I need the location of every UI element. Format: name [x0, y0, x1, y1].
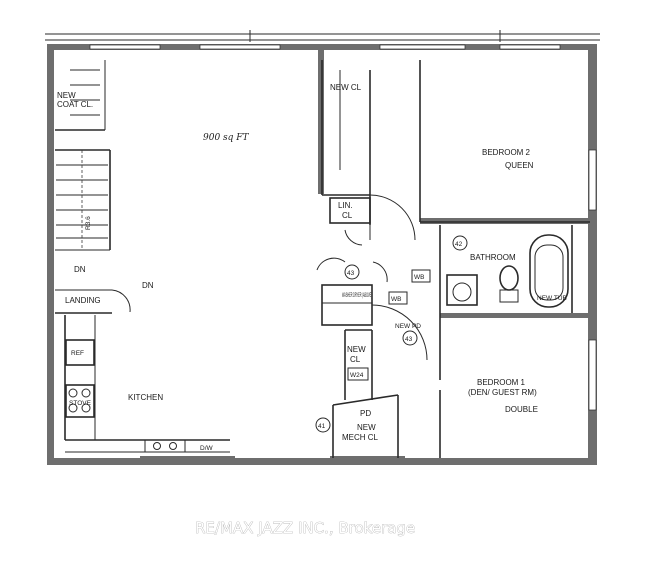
- w24-label: W24: [350, 372, 364, 379]
- stair-mark-label: R3.6: [85, 216, 92, 230]
- bedroom1-label-2: (DEN/ GUEST RM): [468, 388, 537, 397]
- coat-closet-label-1: NEW: [57, 91, 76, 100]
- new-closet-top-label: NEW CL: [330, 83, 362, 92]
- dn-stair-label: DN: [74, 265, 86, 274]
- bedroom1-label-1: BEDROOM 1: [477, 378, 526, 387]
- tag-circle-43-top: [344, 264, 360, 280]
- dn-landing-label: DN: [142, 281, 154, 290]
- windows-top: [89, 44, 597, 411]
- washer-dryer-label: WASHER DRYER (ABOVE): [342, 292, 372, 299]
- wb-top-box: [411, 269, 431, 283]
- tag-41: 41: [318, 423, 326, 430]
- tag-circle-41: [315, 417, 331, 433]
- linen-closet-label-2: CL: [342, 211, 353, 220]
- tag-43-top: 43: [347, 270, 355, 277]
- interior-walls: [55, 60, 590, 458]
- bathroom-fixtures: [446, 234, 569, 308]
- wb-top-label: WB: [414, 274, 424, 281]
- mech-closet-label-1: NEW: [357, 423, 376, 432]
- new-closet-mid-label-2: CL: [350, 355, 361, 364]
- pd-label: PD: [360, 409, 371, 418]
- stair-treads: [56, 69, 108, 250]
- double-label: DOUBLE: [505, 405, 538, 414]
- top-dimension-line: [45, 30, 600, 42]
- exterior-walls: [47, 44, 597, 465]
- area-label: 900 sq FT: [203, 133, 250, 143]
- landing-label: LANDING: [65, 296, 101, 305]
- door-swings: [111, 194, 428, 361]
- wb-mid-label: WB: [391, 296, 401, 303]
- kitchen-label: KITCHEN: [128, 393, 163, 402]
- bathroom-label: BATHROOM: [470, 253, 516, 262]
- stove-label: STOVE: [69, 400, 92, 407]
- new-tub-label: NEW TUB: [537, 295, 567, 302]
- new-closet-mid-label-1: NEW: [347, 345, 366, 354]
- w24-box: [347, 367, 369, 381]
- mech-closet-label-2: MECH CL: [342, 433, 379, 442]
- tag-42-bath: 42: [455, 241, 463, 248]
- kitchen-appliances: [65, 339, 186, 453]
- linen-closet-label-1: LIN.: [338, 201, 353, 210]
- new-pd-label: NEW PD: [395, 323, 421, 330]
- brokerage-watermark: RE/MAX JAZZ INC., Brokerage: [195, 519, 415, 537]
- wb-mid-box: [388, 291, 408, 305]
- tag-circle-42-bath: [452, 235, 468, 251]
- bedroom2-label: BEDROOM 2: [482, 148, 531, 157]
- queen-label: QUEEN: [505, 161, 534, 170]
- tag-43: 43: [405, 336, 413, 343]
- ref-label: REF: [71, 350, 84, 357]
- tag-circle-43: [402, 330, 418, 346]
- dw-label: D/W: [200, 445, 214, 452]
- coat-closet-label-2: COAT CL.: [57, 100, 93, 109]
